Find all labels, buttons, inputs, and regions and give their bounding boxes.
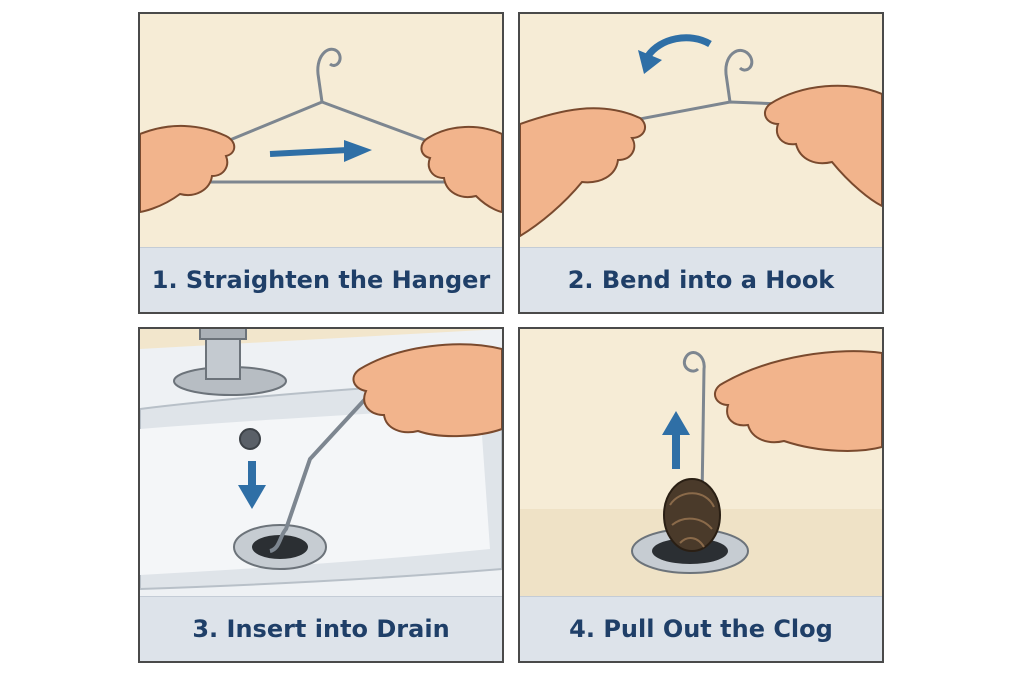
step-3-panel: 3. Insert into Drain [138, 327, 504, 663]
up-arrow-icon [662, 411, 690, 469]
right-hand-icon [763, 84, 882, 208]
step-1-panel: 1. Straighten the Hanger [138, 12, 504, 314]
hand-icon [713, 350, 882, 452]
step-4-illustration [520, 329, 882, 599]
step-1-caption: 1. Straighten the Hanger [140, 247, 502, 312]
curved-arrow-icon [638, 34, 712, 74]
right-arrow-icon [269, 140, 372, 162]
step-2-panel: 2. Bend into a Hook [518, 12, 884, 314]
left-hand-icon [140, 125, 236, 214]
step-2-caption: 2. Bend into a Hook [520, 247, 882, 312]
down-arrow-icon [238, 461, 266, 509]
step-4-panel: 4. Pull Out the Clog [518, 327, 884, 663]
step-3-caption: 3. Insert into Drain [140, 596, 502, 661]
right-hand-icon [420, 125, 502, 214]
faucet-icon [173, 329, 287, 396]
hanger-icon [210, 47, 450, 184]
step-4-caption: 4. Pull Out the Clog [520, 596, 882, 661]
wire-icon [269, 381, 382, 553]
drain-icon [233, 524, 327, 570]
step-2-illustration [520, 14, 882, 252]
left-hand-icon [520, 107, 647, 238]
step-3-illustration [140, 329, 502, 599]
hair-clog-icon [663, 478, 721, 552]
hand-icon [352, 343, 502, 438]
step-1-illustration [140, 14, 502, 252]
hook-wire-icon [683, 351, 706, 500]
overflow-hole-icon [239, 428, 261, 450]
